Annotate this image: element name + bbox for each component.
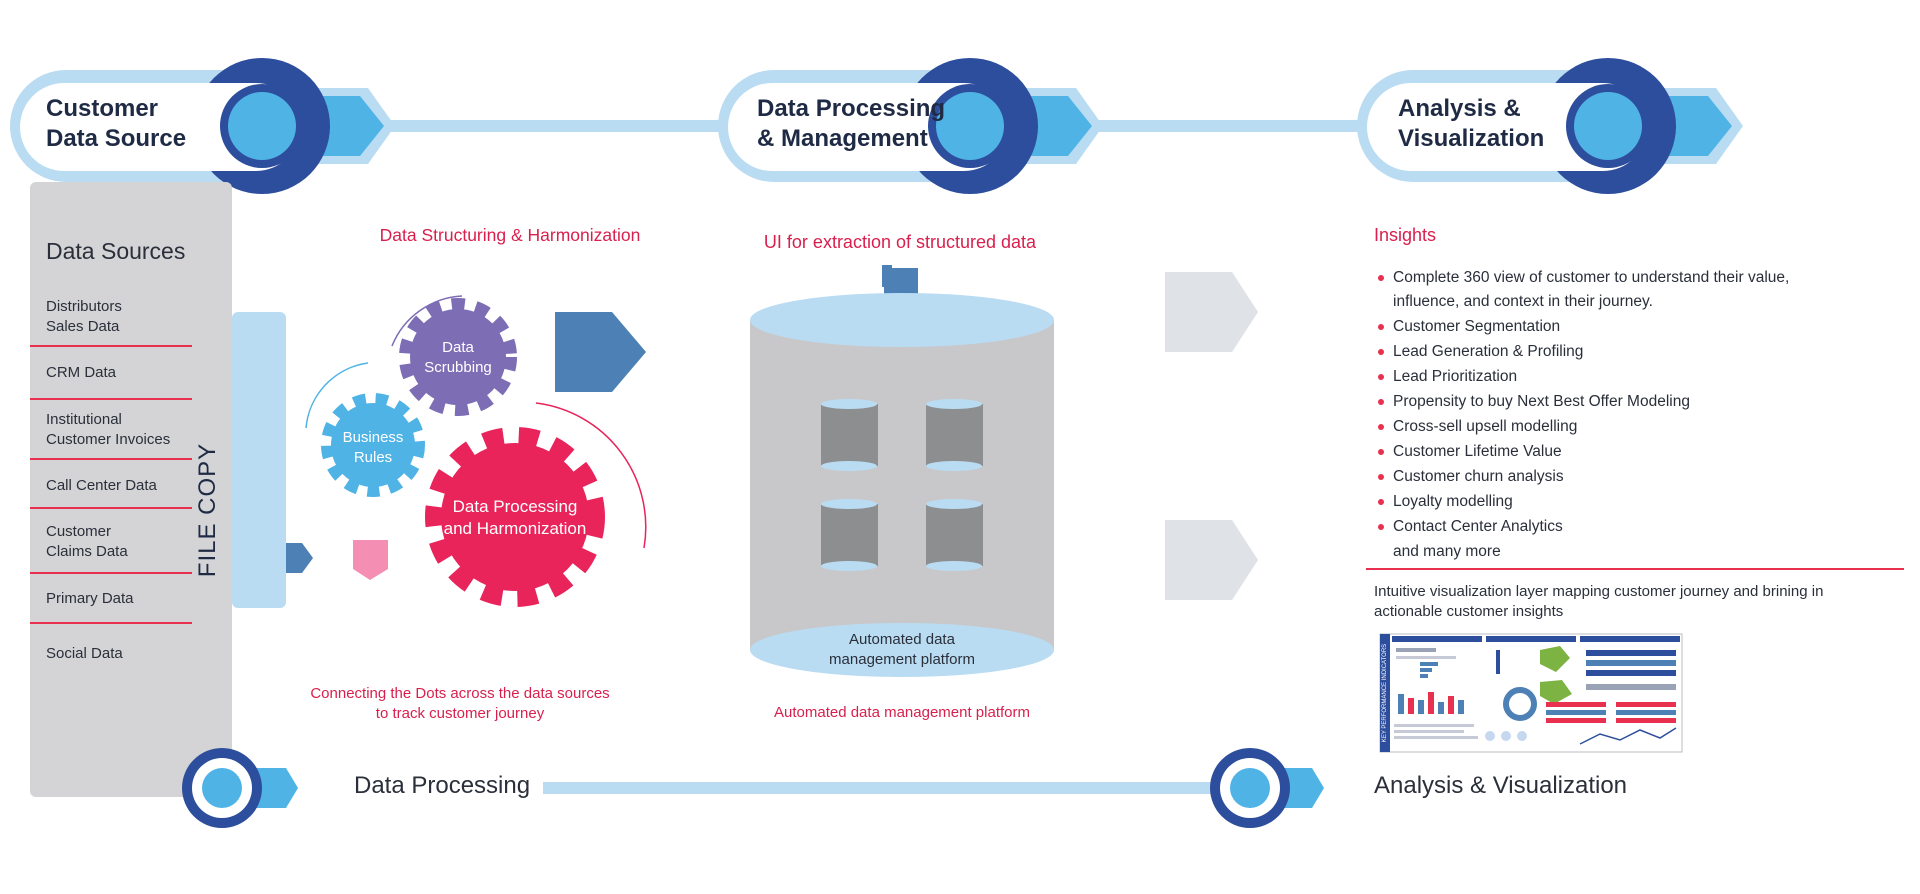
insight-bullet (1378, 349, 1384, 355)
platform-cylinder (750, 265, 1054, 677)
insight-item-churn: Customer churn analysis (1393, 468, 1564, 485)
platform-heading: UI for extraction of structured data (763, 232, 1037, 252)
insight-bullet (1378, 449, 1384, 455)
top-connector-2 (1080, 120, 1370, 132)
harmonization-output-arrow (555, 312, 646, 392)
file-copy-bar (232, 312, 286, 608)
ds-divider (30, 572, 192, 574)
gear-label-rules: Business Rules (342, 429, 404, 466)
insight-item-lifetime-value: Customer Lifetime Value (1393, 443, 1562, 460)
insight-item-lead-prioritization: Lead Prioritization (1393, 368, 1518, 385)
harmonization-footer: Connecting the Dots across the data sour… (310, 685, 610, 722)
bottom-connector (543, 782, 1223, 794)
insight-bullet (1378, 499, 1384, 505)
file-copy-label: FILE COPY (194, 442, 221, 578)
bottom-node-left (182, 748, 298, 828)
data-sources-panel (30, 182, 232, 797)
pink-marker (353, 540, 388, 580)
arc-blue (305, 362, 369, 429)
data-sources-title: Data Sources (46, 238, 186, 264)
ds-item-call-center: Call Center Data (46, 477, 157, 494)
insight-bullet (1378, 424, 1384, 430)
insight-item-propensity: Propensity to buy Next Best Offer Modeli… (1393, 393, 1690, 410)
dashboard-thumbnail (1379, 633, 1683, 753)
arc-pink (535, 402, 647, 549)
insight-bullet (1378, 524, 1384, 530)
insight-bullet (1378, 275, 1384, 281)
ds-item-distributors: Distributors Sales Data (46, 298, 122, 335)
gear-data-scrubbing (399, 298, 517, 416)
flow-arrow-lower (1165, 520, 1258, 600)
gear-data-processing (425, 427, 605, 607)
insights-heading: Insights (1374, 225, 1437, 245)
insight-item-cross-sell: Cross-sell upsell modelling (1393, 418, 1578, 435)
insight-bullet (1378, 399, 1384, 405)
insight-bullet (1378, 374, 1384, 380)
top-connector-1 (360, 120, 730, 132)
visualization-description: Intuitive visualization layer mapping cu… (1374, 583, 1824, 620)
ds-divider (30, 345, 192, 347)
cylinder-label: Automated data management platform (829, 631, 975, 668)
stage-header-3 (1357, 58, 1743, 194)
ds-item-crm: CRM Data (46, 364, 117, 381)
insight-item-segmentation: Customer Segmentation (1393, 318, 1561, 335)
gear-label-scrubbing: Data Scrubbing (424, 339, 492, 376)
flow-arrow-upper (1165, 272, 1258, 352)
ds-item-claims: Customer Claims Data (46, 523, 128, 560)
insight-item-360: Complete 360 view of customer to underst… (1393, 269, 1790, 310)
ds-item-social: Social Data (46, 645, 123, 662)
arc-purple (391, 295, 463, 347)
gear-business-rules (321, 393, 425, 497)
stage-title-analysis: Analysis & Visualization (1398, 95, 1545, 152)
insights-divider (1366, 568, 1904, 570)
insight-bullet (1378, 324, 1384, 330)
bottom-node-right (1210, 748, 1324, 828)
ds-item-primary: Primary Data (46, 590, 134, 607)
ds-divider (30, 398, 192, 400)
ds-divider (30, 458, 192, 460)
file-copy-arrow (286, 543, 313, 573)
stage-title-data-processing: Data Processing & Management (757, 95, 946, 152)
stage-header-1 (10, 58, 395, 194)
ds-divider (30, 507, 192, 509)
platform-footer: Automated data management platform (774, 704, 1030, 721)
insight-item-loyalty: Loyalty modelling (1393, 493, 1513, 510)
bottom-label-analysis: Analysis & Visualization (1374, 772, 1628, 799)
ds-divider (30, 622, 192, 624)
ds-item-institutional: Institutional Customer Invoices (46, 411, 171, 448)
insight-more: and many more (1393, 543, 1501, 560)
insight-item-lead-generation: Lead Generation & Profiling (1393, 343, 1584, 360)
stage-header-2 (718, 58, 1103, 194)
stage-title-customer-data-source: Customer Data Source (46, 95, 187, 152)
harmonization-heading: Data Structuring & Harmonization (379, 225, 641, 245)
bottom-label-data-processing: Data Processing (354, 772, 531, 799)
insight-item-contact-center: Contact Center Analytics (1393, 518, 1563, 535)
dashboard-side-label: KEY PERFORMANCE INDICATORS (1382, 643, 1388, 743)
insight-bullet (1378, 474, 1384, 480)
gear-label-processing: Data Processing and Harmonization (443, 497, 587, 538)
